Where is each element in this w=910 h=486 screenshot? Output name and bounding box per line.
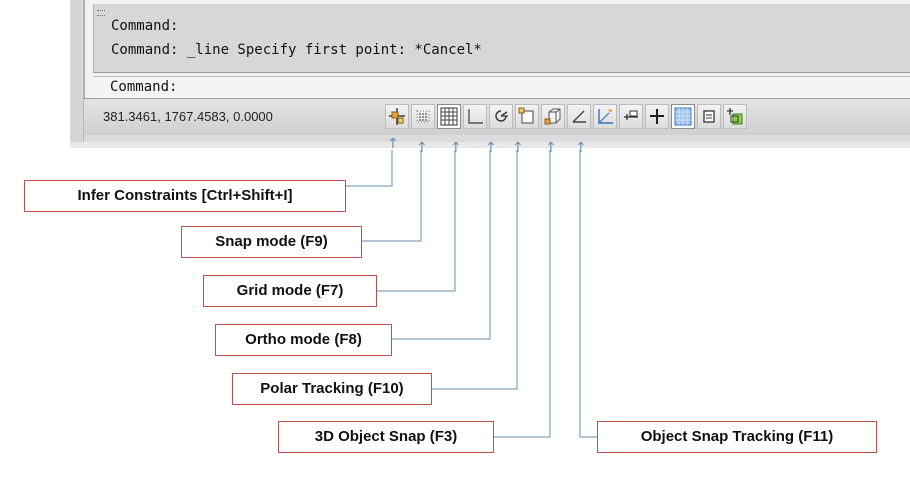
leader-object-snap-tracking: [579, 150, 597, 438]
arrow-up-icon: ↑: [485, 140, 497, 156]
command-history: Command: Command: _line Specify first po…: [93, 4, 910, 73]
coordinate-display[interactable]: 381.3461, 1767.4583, 0.0000: [103, 109, 273, 124]
callout-3d-object-snap: 3D Object Snap (F3): [278, 421, 494, 453]
arrow-up-icon: ↑: [545, 140, 557, 156]
quick-properties-button[interactable]: [697, 104, 721, 129]
polar-tracking-button[interactable]: [489, 104, 513, 129]
leader-polar-tracking: [432, 150, 518, 390]
dynamic-ucs-icon: [598, 109, 613, 124]
arrow-up-icon: ↑: [387, 136, 399, 152]
arrow-up-icon: ↑: [512, 140, 524, 156]
callout-infer-constraints: Infer Constraints [Ctrl+Shift+I]: [24, 180, 346, 212]
leader-snap-mode: [362, 150, 422, 242]
angle-icon: [572, 110, 586, 123]
transparency-button[interactable]: [671, 104, 695, 129]
infer-constraints-button[interactable]: [385, 104, 409, 129]
infer-constraints-icon: [389, 108, 405, 125]
ortho-mode-button[interactable]: [463, 104, 487, 129]
callout-polar-tracking: Polar Tracking (F10): [232, 373, 432, 405]
leader-grid-mode: [377, 150, 456, 292]
transparency-icon: [674, 107, 692, 126]
arrow-up-icon: ↑: [575, 140, 587, 156]
quick-properties-icon: [703, 110, 715, 123]
snap-mode-button[interactable]: [411, 104, 435, 129]
ortho-icon: [468, 109, 483, 124]
crosshair-icon: [650, 109, 664, 124]
window-bottom-edge: [70, 142, 910, 148]
3d-object-snap-button[interactable]: [541, 104, 565, 129]
command-history-line: Command:: [111, 18, 179, 34]
grip-handle-icon[interactable]: [97, 10, 105, 16]
callout-object-snap-tracking: Object Snap Tracking (F11): [597, 421, 877, 453]
arrow-up-icon: ↑: [450, 140, 462, 156]
callout-grid-mode: Grid mode (F7): [203, 275, 377, 307]
callout-snap-mode: Snap mode (F9): [181, 226, 362, 258]
callout-ortho-mode: Ortho mode (F8): [215, 324, 392, 356]
window-left-rail: [70, 0, 84, 142]
command-prompt-text: Command:: [110, 79, 178, 95]
3d-object-snap-icon: [544, 108, 561, 125]
snap-grid-icon: [416, 110, 430, 123]
leader-ortho-mode: [392, 150, 491, 340]
object-snap-tracking-button[interactable]: [567, 104, 591, 129]
command-history-line: Command: _line Specify first point: *Can…: [111, 42, 482, 58]
command-window: Command: Command: _line Specify first po…: [84, 0, 910, 98]
dynamic-input-icon: [624, 110, 638, 120]
autocad-window: Command: Command: _line Specify first po…: [70, 0, 910, 148]
leader-3d-object-snap: [494, 150, 551, 438]
leader-infer-constraints: [346, 150, 393, 187]
object-snap-icon: [518, 107, 534, 124]
selection-cycling-button[interactable]: [723, 104, 747, 129]
grid-mode-button[interactable]: [437, 104, 461, 129]
polar-icon: [495, 110, 508, 122]
command-line-input[interactable]: Command:: [93, 76, 910, 98]
object-snap-button[interactable]: [515, 104, 539, 129]
dynamic-ucs-button[interactable]: [593, 104, 617, 129]
dynamic-input-button[interactable]: [619, 104, 643, 129]
arrow-up-icon: ↑: [416, 140, 428, 156]
status-bar: 381.3461, 1767.4583, 0.0000: [84, 98, 910, 135]
selection-cycling-icon: [727, 108, 743, 125]
grid-icon: [440, 107, 458, 126]
lineweight-button[interactable]: [645, 104, 669, 129]
